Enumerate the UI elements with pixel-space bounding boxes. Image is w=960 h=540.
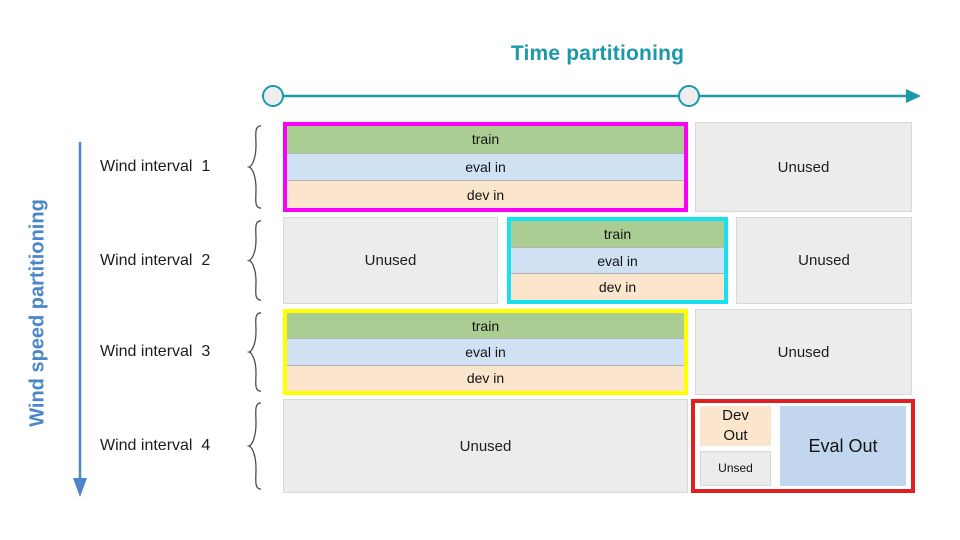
- eval-in-bar: eval in: [511, 246, 724, 274]
- unused-block: Unused: [736, 217, 912, 304]
- brace-icon: [247, 402, 263, 490]
- arrow-down-icon: [73, 478, 87, 497]
- arrow-right-icon: [906, 89, 921, 103]
- unused-block: Unused: [695, 309, 912, 395]
- unused-block: Unused: [695, 122, 912, 212]
- train-bar: train: [287, 126, 684, 153]
- timeline-marker-start-icon: [262, 85, 284, 107]
- time-axis-arrow: [262, 85, 921, 107]
- unsed-block: Unsed: [700, 450, 771, 486]
- unused-block: Unused: [283, 217, 498, 304]
- timeline-marker-split-icon: [678, 85, 700, 107]
- dev-out-label: Dev Out: [722, 407, 749, 444]
- train-bar: train: [511, 221, 724, 247]
- train-bar: train: [287, 313, 684, 339]
- row-label: Wind interval 2: [100, 251, 211, 269]
- brace: [247, 125, 263, 209]
- eval-in-bar: eval in: [287, 338, 684, 365]
- brace-icon: [247, 125, 263, 209]
- time-axis-title: Time partitioning: [510, 42, 685, 65]
- dev-out-block: Dev Out: [700, 406, 771, 446]
- brace: [247, 312, 263, 392]
- speed-axis-arrow: [73, 142, 87, 497]
- eval-in-bar: eval in: [287, 152, 684, 181]
- brace-icon: [247, 312, 263, 392]
- unused-block: Unused: [283, 399, 688, 493]
- dev-in-bar: dev in: [287, 364, 684, 391]
- brace-icon: [247, 220, 263, 301]
- row-label: Wind interval 4: [100, 437, 211, 454]
- brace: [247, 220, 263, 301]
- brace: [247, 402, 263, 490]
- row-label: Wind interval 1: [100, 158, 211, 175]
- dev-in-bar: dev in: [511, 273, 724, 301]
- dev-in-bar: dev in: [287, 180, 684, 209]
- eval-out-block: Eval Out: [780, 406, 906, 486]
- row-label: Wind interval 3: [100, 343, 211, 360]
